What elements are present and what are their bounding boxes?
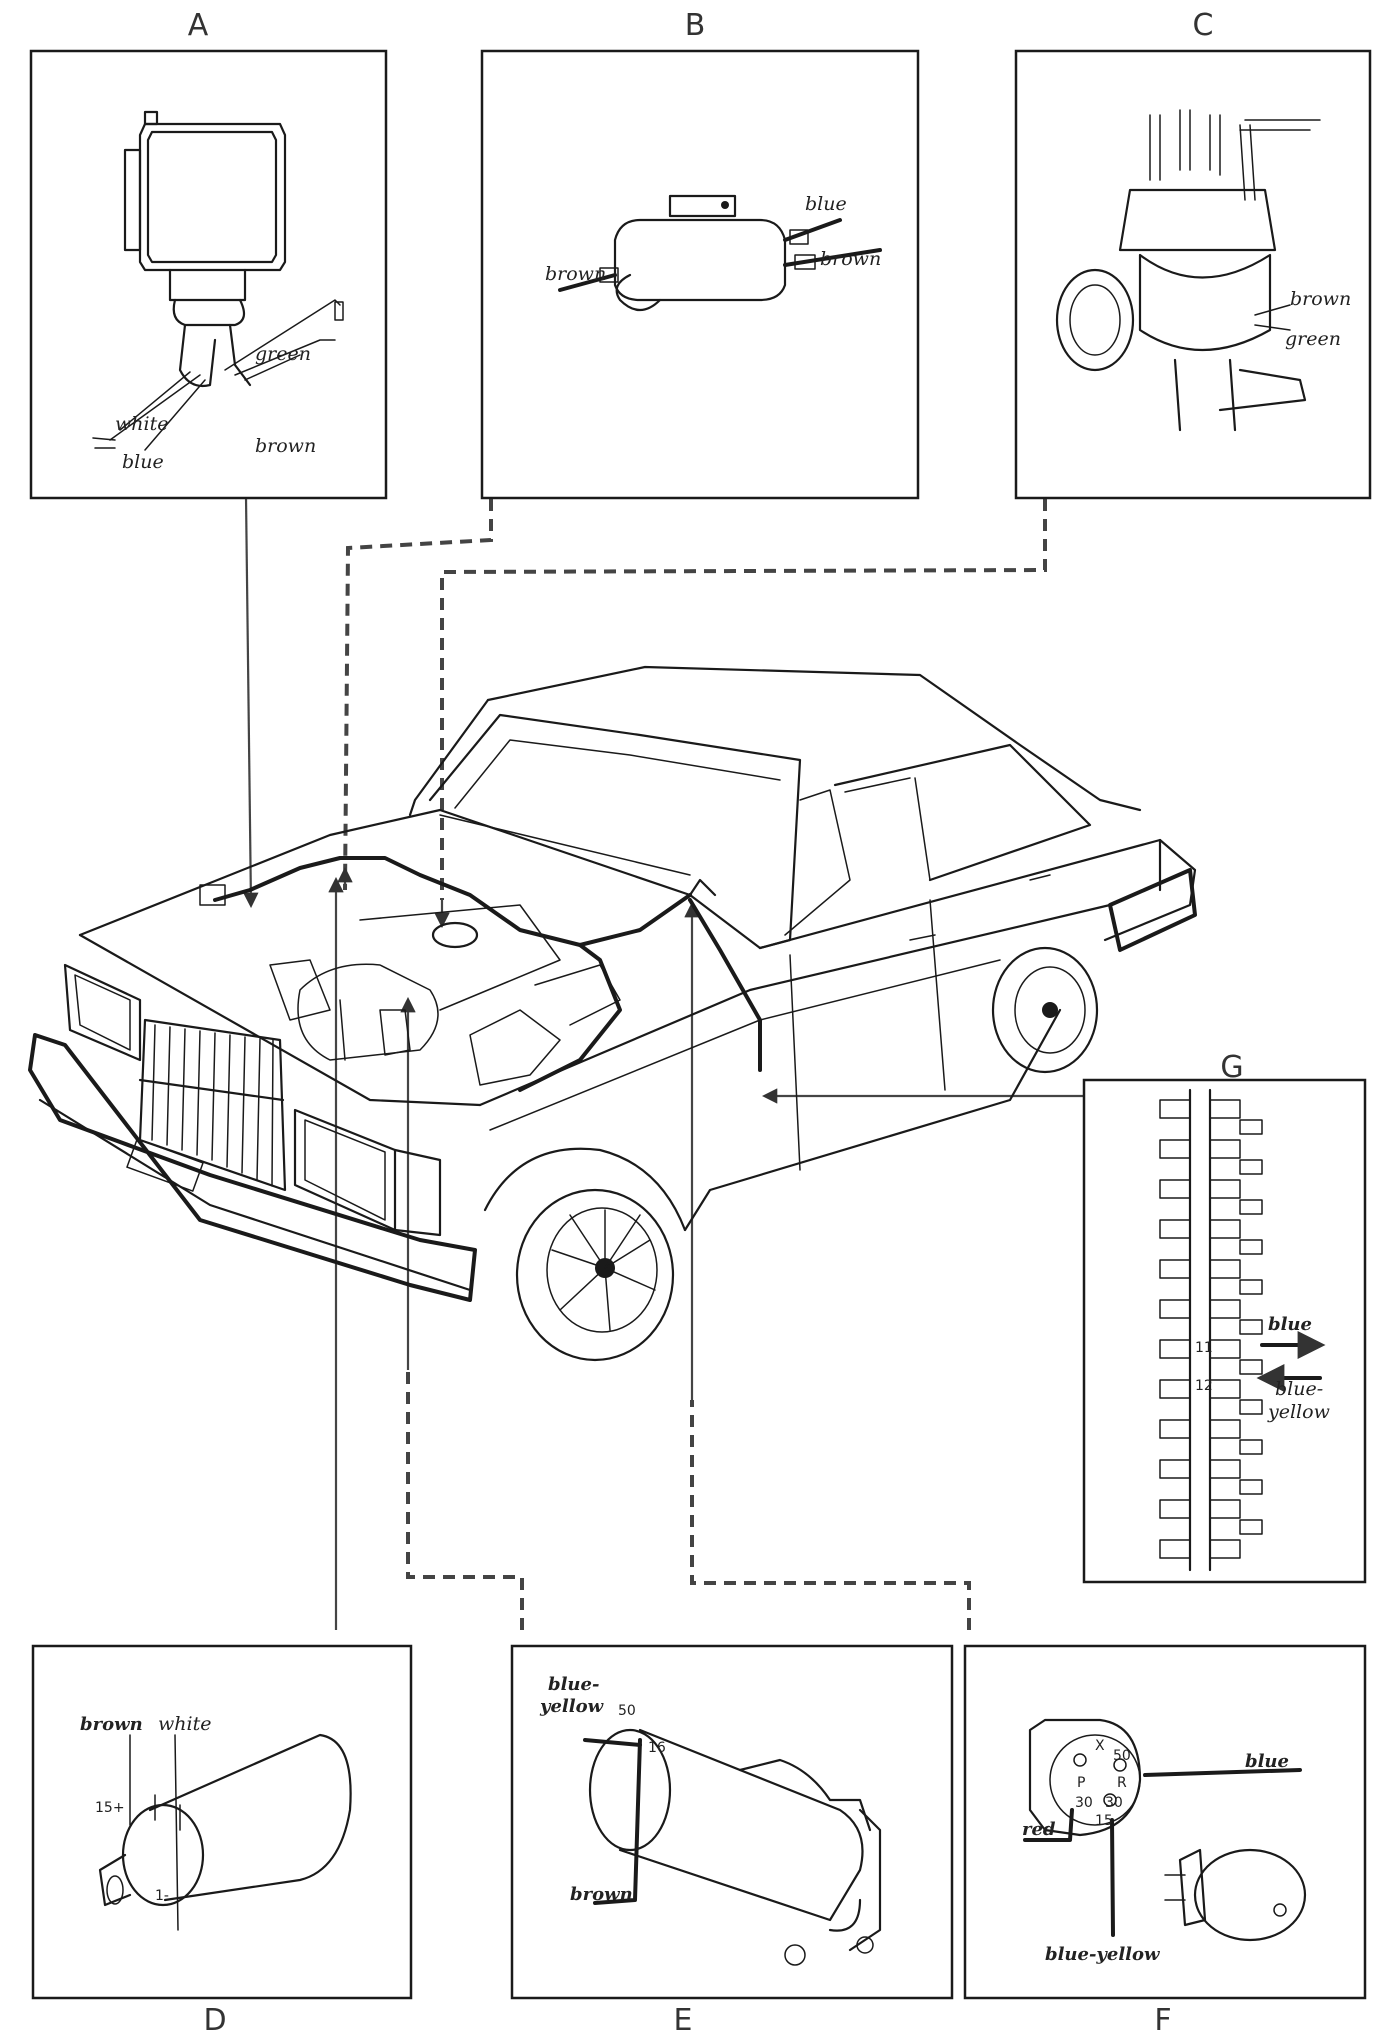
panel-f: F blue red blue-yellow X 50 P R 30 30 15 (963, 1644, 1367, 2037)
panel-letter-g: G (1220, 1050, 1243, 1085)
wire-label-blue: blue (122, 451, 164, 473)
wire-label-green: green (255, 343, 311, 365)
ignition-coil-icon (98, 1733, 352, 1931)
terminal-50: 50 (618, 1703, 636, 1719)
wire-label-blue-yellow-1: blue- (548, 1674, 599, 1695)
terminal-12: 12 (1195, 1378, 1213, 1394)
panel-d: D brown white 15+ 1- (31, 1644, 413, 2037)
wire-label-blue-yellow-1: blue- (1275, 1378, 1323, 1400)
wire-label-blue: blue (805, 193, 847, 215)
control-unit-icon (92, 110, 344, 451)
wire-label-brown: brown (570, 1884, 633, 1905)
panel-letter-b: B (685, 8, 706, 43)
wire-label-green: green (1285, 328, 1341, 350)
panel-letter-d: D (203, 2003, 226, 2037)
wire-label-red: red (1022, 1819, 1056, 1840)
wire-label-brown: brown (1290, 288, 1351, 310)
panel-letter-e: E (674, 2003, 693, 2037)
wire-label-brown: brown (255, 435, 316, 457)
terminal-15: 15 (1095, 1813, 1113, 1829)
leader-e (406, 1370, 524, 1630)
distributor-icon (1055, 109, 1321, 432)
fuse-block-icon (1159, 1088, 1326, 1572)
terminal-r: R (1117, 1775, 1127, 1791)
panel-letter-a: A (188, 8, 209, 43)
panel-e: E blue- yellow brown 50 16 (510, 1644, 954, 2037)
wire-label-blue: blue (1245, 1751, 1289, 1772)
panel-letter-f: F (1154, 2003, 1171, 2037)
wire-label-brown-left: brown (545, 263, 606, 285)
panel-b: B blue brown brown (480, 8, 920, 500)
terminal-16: 16 (648, 1740, 666, 1756)
terminal-x: X (1095, 1738, 1105, 1754)
car-illustration (28, 665, 1197, 1362)
panel-g: G (1082, 1050, 1367, 1584)
wire-label-blue-yellow-2: yellow (539, 1696, 605, 1717)
terminal-30-right: 30 (1105, 1795, 1123, 1811)
wire-label-blue: blue (1268, 1314, 1312, 1335)
wire-label-blue-yellow-2: yellow (1267, 1401, 1330, 1423)
wire-label-white: white (158, 1713, 211, 1735)
terminal-30-left: 30 (1075, 1795, 1093, 1811)
wire-label-white: white (115, 413, 168, 435)
connector-stack (1159, 1099, 1263, 1559)
leader-f (690, 1400, 971, 1630)
terminal-1-minus: 1- (155, 1888, 169, 1904)
terminal-50: 50 (1113, 1748, 1131, 1764)
leader-a (243, 496, 259, 909)
coil-icon (558, 194, 882, 312)
panel-a: A green white blue brown (29, 8, 388, 500)
wire-label-brown-right: brown (820, 248, 881, 270)
leader-b (343, 499, 493, 891)
panel-c: C brown green (1014, 8, 1372, 500)
panel-letter-c: C (1193, 8, 1214, 43)
wire-label-blue-yellow: blue-yellow (1045, 1944, 1161, 1965)
terminal-11: 11 (1195, 1340, 1213, 1356)
leader-lines (243, 496, 1084, 1630)
terminal-p: P (1077, 1775, 1085, 1791)
terminal-15-plus: 15+ (95, 1800, 125, 1816)
ignition-switch-icon (1023, 1718, 1307, 1942)
wire-label-brown: brown (80, 1714, 143, 1735)
starter-motor-icon (583, 1728, 882, 1966)
